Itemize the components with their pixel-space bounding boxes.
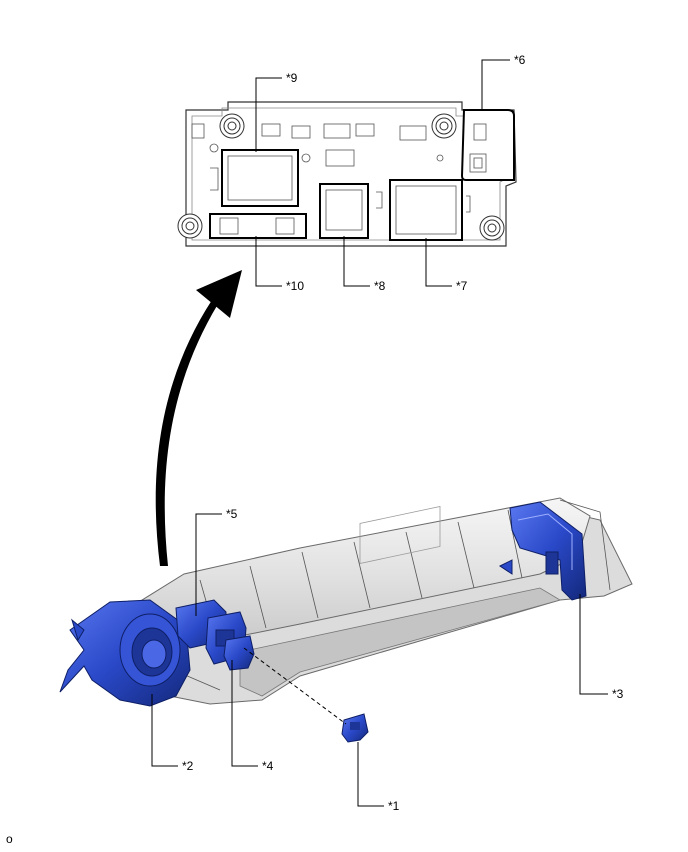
part-2-blower [59, 599, 191, 707]
callout-6: *6 [514, 53, 526, 67]
top-leaders [255, 59, 510, 287]
curved-arrow [155, 270, 242, 566]
bolt-bottom-left [177, 213, 203, 239]
part-1-clip [341, 713, 369, 743]
detail-panel [177, 101, 517, 247]
callout-3: *3 [612, 687, 624, 701]
callout-8: *8 [374, 279, 386, 293]
callout-1: *1 [388, 799, 400, 813]
callout-5: *5 [226, 507, 238, 521]
bolt-top-left [219, 113, 245, 139]
bolt-top-right [431, 113, 457, 139]
connector-6 [460, 109, 515, 181]
connector-7 [389, 179, 463, 241]
callout-4: *4 [262, 759, 274, 773]
connector-8 [319, 183, 369, 239]
callout-2: *2 [182, 759, 194, 773]
callout-10: *10 [286, 279, 304, 293]
connector-9 [221, 149, 299, 207]
bottom-leaders [151, 513, 608, 807]
part-4-connector [223, 635, 255, 671]
callout-9: *9 [286, 71, 298, 85]
callout-7: *7 [456, 279, 468, 293]
figure-code: o [6, 832, 13, 846]
assembly-dashed-line [243, 647, 347, 725]
bolt-bottom-right [479, 215, 505, 241]
part-3-bracket [499, 501, 587, 601]
